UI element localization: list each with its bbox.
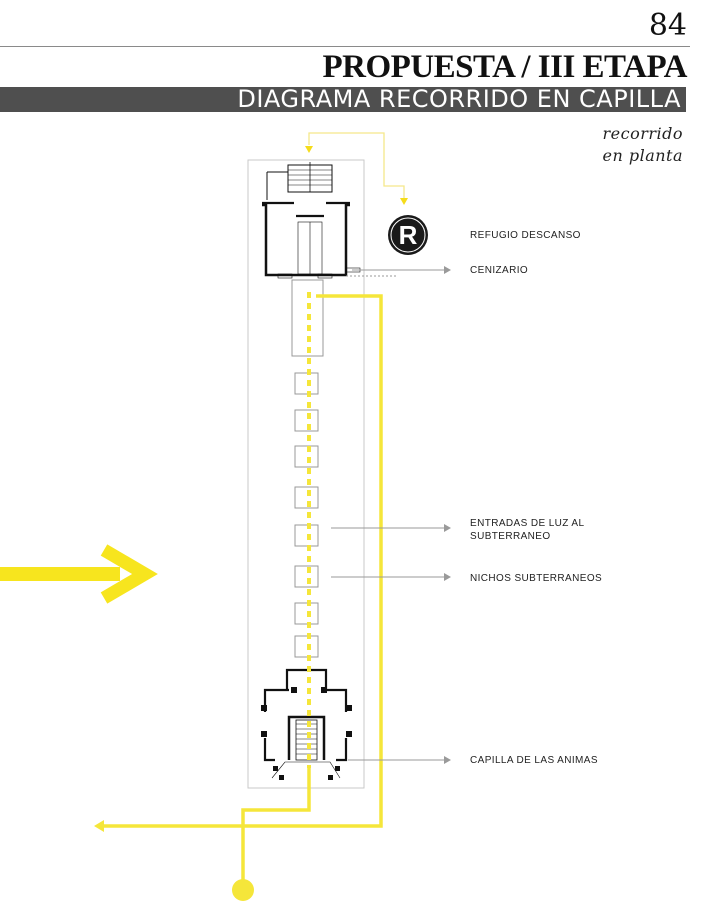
light-entry-box <box>294 602 319 625</box>
refugio-building <box>262 162 361 279</box>
top-rule <box>0 46 690 47</box>
light-entry-box <box>294 635 319 658</box>
entry-arrow-down-icon <box>305 146 313 153</box>
light-entry-box <box>294 409 319 432</box>
light-entry-box <box>294 486 319 509</box>
refugio-arrow-down-icon <box>400 198 408 205</box>
label-entradas-de-luz-line1: ENTRADAS DE LUZ AL <box>470 518 585 529</box>
label-refugio-descanso: REFUGIO DESCANSO <box>470 230 581 241</box>
label-nichos-subterraneos: NICHOS SUBTERRANEOS <box>470 573 603 584</box>
refugio-r-badge-ring <box>390 217 426 253</box>
handwritten-note-line2: en planta <box>602 146 683 165</box>
label-entradas-de-luz-line2: SUBTERRANEO <box>470 531 551 542</box>
corridor <box>291 279 324 658</box>
pointer-capilla <box>348 756 451 764</box>
exit-route <box>241 768 311 888</box>
return-route <box>100 294 383 828</box>
handwritten-note-line1: recorrido <box>602 124 683 143</box>
capilla-building <box>263 668 348 779</box>
label-cenizario: CENIZARIO <box>470 265 529 276</box>
page-subtitle: DIAGRAMA RECORRIDO EN CAPILLA <box>237 85 681 113</box>
pointer-cenizario <box>352 266 451 274</box>
light-entry-box <box>294 524 319 547</box>
r-badge-letter: R <box>399 220 418 250</box>
entry-path <box>308 132 405 200</box>
route-start-dot <box>232 879 254 901</box>
big-yellow-arrow <box>0 544 158 604</box>
light-entry-box <box>294 372 319 395</box>
return-arrow-left-icon <box>94 820 104 832</box>
light-entry-box <box>294 445 319 468</box>
plan-frame <box>247 159 365 789</box>
subtitle-bar <box>0 87 686 112</box>
capilla-columns <box>261 687 352 780</box>
pointer-nichos <box>331 573 451 581</box>
page-title: PROPUESTA / III ETAPA <box>322 49 688 85</box>
refugio-r-badge <box>388 215 428 255</box>
light-entry-box <box>294 565 319 588</box>
page-number: 84 <box>648 8 687 43</box>
label-capilla-de-las-animas: CAPILLA DE LAS ANIMAS <box>470 755 598 766</box>
pointer-entradas <box>331 524 451 532</box>
